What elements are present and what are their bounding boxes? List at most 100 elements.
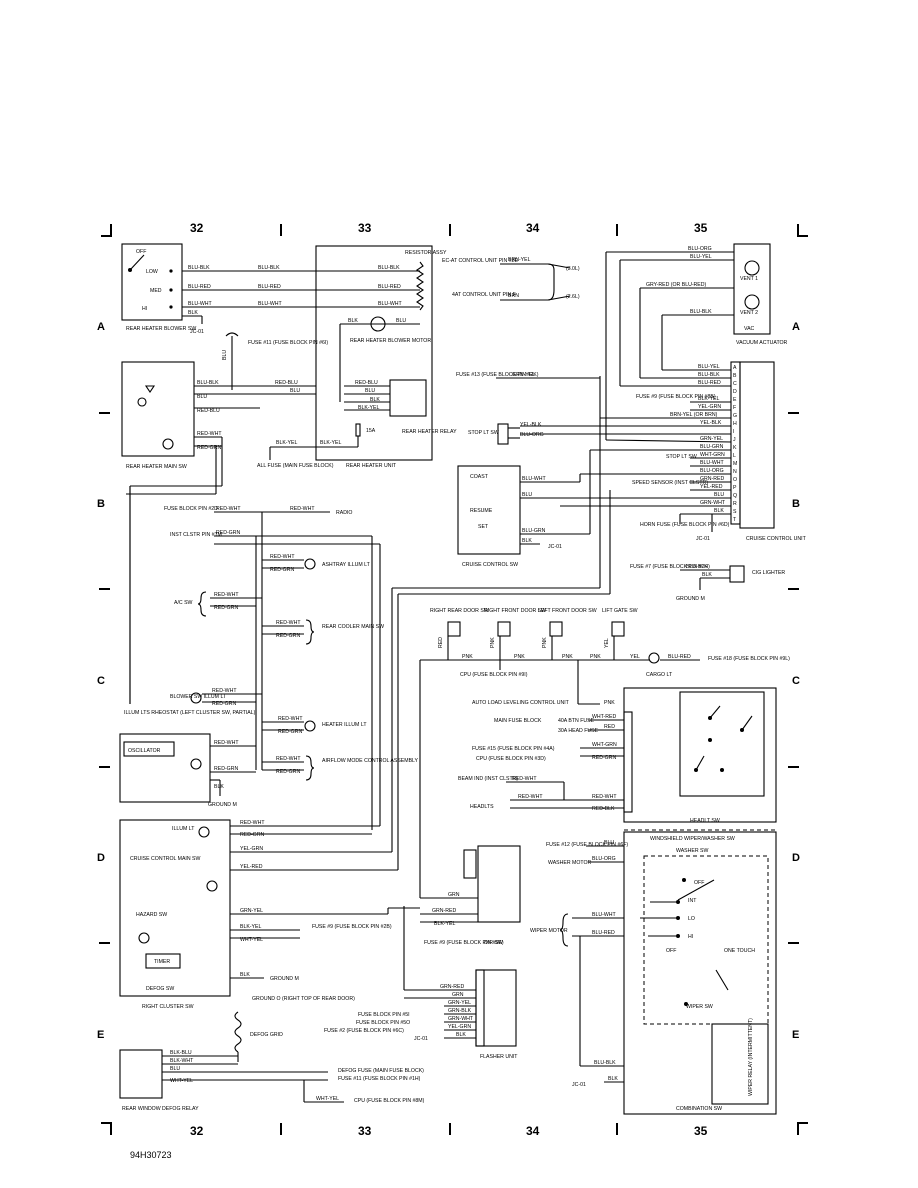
wiper-relay-label: WIPER RELAY (INTERMITTENT) (748, 1018, 754, 1096)
cruise-sw-label: CRUISE CONTROL SW (462, 562, 518, 568)
svg-text:SET: SET (478, 524, 489, 530)
svg-text:BLK-YEL: BLK-YEL (358, 405, 379, 411)
defog-sw-label: DEFOG SW (146, 986, 174, 992)
hazard-sw-label: HAZARD SW (136, 912, 167, 918)
svg-text:RED-BLK: RED-BLK (592, 806, 615, 812)
svg-text:RED-GRN: RED-GRN (212, 701, 236, 707)
svg-text:RED-GRN: RED-GRN (270, 567, 294, 573)
svg-text:RED-GRN: RED-GRN (278, 729, 302, 735)
inst-clstr-1m: INST CLSTR PIN #1M (170, 532, 222, 538)
relay-label: REAR HEATER RELAY (402, 429, 457, 435)
fuse18-label: FUSE #18 (FUSE BLOCK PIN #9L) (708, 656, 790, 662)
fuse9-2b-label: FUSE #9 (FUSE BLOCK PIN #2B) (312, 924, 392, 930)
svg-text:BLU-RED: BLU-RED (258, 284, 281, 290)
svg-text:BLU-WHT: BLU-WHT (700, 460, 724, 466)
illum-lt-label: ILLUM LT (172, 826, 195, 832)
svg-text:BLU-ORG: BLU-ORG (592, 856, 616, 862)
dir-sw-label: DIR SW (484, 940, 503, 946)
engine-26: (2.6L) (566, 294, 580, 300)
svg-text:BLU-BLK: BLU-BLK (594, 1060, 616, 1066)
svg-text:R: R (733, 501, 737, 507)
windshield-sw-label: WINDSHIELD WIPER/WASHER SW (650, 836, 735, 842)
svg-text:GRN-WHT: GRN-WHT (700, 500, 726, 506)
speed-sensor-label: SPEED SENSOR (INST CLSTR) (632, 480, 708, 486)
stop-lt-sw2-label: STOP LT SW (666, 454, 697, 460)
svg-text:GRY-RED (OR BLU-RED): GRY-RED (OR BLU-RED) (646, 282, 707, 288)
svg-text:WHT-RED: WHT-RED (592, 714, 616, 720)
svg-text:BRN-YEL: BRN-YEL (508, 257, 531, 263)
ashtray-label: ASHTRAY ILLUM LT (322, 562, 371, 568)
svg-text:BLK: BLK (522, 538, 532, 544)
svg-text:HI: HI (688, 934, 693, 940)
svg-text:WHT-GRN: WHT-GRN (592, 742, 617, 748)
headlt-sw-label: HEADLT SW (690, 818, 720, 824)
svg-text:BLU-BLK: BLU-BLK (258, 265, 280, 271)
ec-at-label: EC-AT CONTROL UNIT PIN #2E (442, 258, 518, 264)
defog-fuse-label: DEFOG FUSE (MAIN FUSE BLOCK) (338, 1068, 424, 1074)
radio-label: RADIO (336, 510, 352, 516)
door-sw-3: LEFT FRONT DOOR SW (538, 608, 597, 614)
cruise-main-sw-label: CRUISE CONTROL MAIN SW (130, 856, 201, 862)
svg-text:YEL-GRN: YEL-GRN (448, 1024, 471, 1030)
svg-text:BLU-WHT: BLU-WHT (188, 301, 212, 307)
frame-marks (99, 224, 808, 1135)
svg-text:RESUME: RESUME (470, 508, 493, 514)
jc01-a: JC-01 (190, 329, 204, 335)
svg-text:BLK: BLK (702, 572, 712, 578)
svg-text:RED-WHT: RED-WHT (276, 756, 301, 762)
svg-text:BLU-BLK: BLU-BLK (188, 265, 210, 271)
rear-heater-blower-sw: OFF LOW MED HI REAR HEATER BLOWER SW (121, 243, 196, 332)
svg-text:BLU: BLU (522, 492, 532, 498)
svg-text:BLU-YEL: BLU-YEL (698, 364, 720, 370)
svg-text:N: N (733, 469, 737, 475)
svg-text:BLK: BLK (348, 318, 358, 324)
svg-text:WHT-YEL: WHT-YEL (170, 1078, 193, 1084)
svg-text:G: G (733, 413, 737, 419)
svg-text:RED-WHT: RED-WHT (278, 716, 303, 722)
svg-text:RED-GRN: RED-GRN (197, 445, 221, 451)
heater-illum-label: HEATER ILLUM LT (322, 722, 367, 728)
svg-text:BLU: BLU (197, 394, 207, 400)
fuse-block-2d: FUSE BLOCK PIN #2D (164, 506, 218, 512)
svg-text:RED-GRN: RED-GRN (276, 769, 300, 775)
svg-text:O: O (733, 477, 737, 483)
svg-text:PNK: PNK (604, 700, 615, 706)
svg-text:S: S (733, 509, 737, 515)
defog-grid-label: DEFOG GRID (250, 1032, 283, 1038)
svg-text:BLK: BLK (188, 310, 198, 316)
svg-text:RED-GRN: RED-GRN (214, 766, 238, 772)
svg-text:J: J (733, 437, 736, 443)
svg-text:GRN-RED: GRN-RED (432, 908, 456, 914)
svg-text:BLU: BLU (396, 318, 406, 324)
svg-text:BLU: BLU (714, 492, 724, 498)
flasher-label: FLASHER UNIT (480, 1054, 518, 1060)
fb-pin-5i: FUSE BLOCK PIN #5I (358, 1012, 410, 1018)
fuse9-5e-label: FUSE #9 (FUSE BLOCK PIN #5E) (424, 940, 504, 946)
svg-text:RED-GRN: RED-GRN (240, 832, 264, 838)
svg-text:RED-WHT: RED-WHT (290, 506, 315, 512)
fb-jc01: JC-01 (414, 1036, 428, 1042)
stop-lt-sw: FUSE #13 (FUSE BLOCK PIN #2K) GRN-YEL ST… (456, 372, 600, 445)
pos-low: LOW (146, 269, 158, 275)
svg-text:OFF: OFF (694, 880, 704, 886)
one-touch-label: ONE TOUCH (724, 948, 755, 954)
svg-text:H: H (733, 421, 737, 427)
svg-text:BLK: BLK (240, 972, 250, 978)
fuse13-label: FUSE #13 (FUSE BLOCK PIN #2K) (456, 372, 539, 378)
door-switches: RIGHT REAR DOOR SW RIGHT FRONT DOOR SW L… (430, 608, 790, 706)
rear-heater-main-sw: REAR HEATER MAIN SW BLU-BLK BLU RED-BLU … (121, 361, 316, 470)
col-label-bottom-34: 34 (526, 1124, 540, 1138)
fuse-15a: 15A (366, 428, 376, 434)
svg-text:BLK-YEL: BLK-YEL (276, 440, 297, 446)
svg-text:BLU-RED: BLU-RED (698, 380, 721, 386)
svg-text:GRN-RED: GRN-RED (700, 476, 724, 482)
pos-med: MED (150, 288, 162, 294)
svg-text:PNK: PNK (590, 654, 601, 660)
horn-fuse-label: HORN FUSE (FUSE BLOCK PIN #6D) (640, 522, 730, 528)
ground-m-label: GROUND M (676, 596, 705, 602)
svg-text:L: L (733, 453, 736, 459)
blower-sw-label: REAR HEATER BLOWER SW (126, 326, 196, 332)
washer-motor-label: WASHER MOTOR (548, 860, 591, 866)
svg-text:RED-GRN: RED-GRN (216, 530, 240, 536)
